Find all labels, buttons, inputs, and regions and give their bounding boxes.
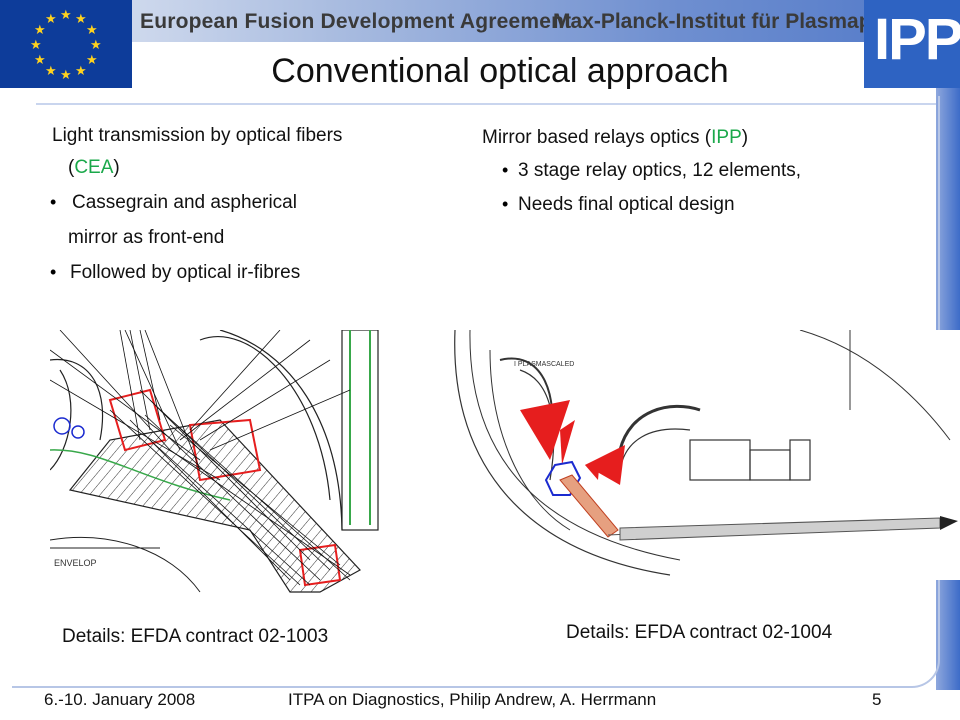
ray-line — [199, 359, 331, 441]
ray-line — [124, 330, 181, 451]
footer-date: 6.-10. January 2008 — [44, 690, 196, 709]
right-caption: Details: EFDA contract 02-1004 — [566, 622, 833, 643]
flag-star-icon: ★ — [60, 67, 72, 82]
header-bar — [0, 0, 960, 42]
left-bullet-1-line2: mirror as front-end — [68, 227, 225, 248]
ray-line — [129, 330, 151, 431]
bullet-icon: • — [50, 262, 57, 282]
flag-star-icon: ★ — [60, 7, 72, 22]
left-heading-line2: (CEA) — [68, 157, 120, 179]
header-right-title: Max-Planck-Institut für Plasmaphysik — [553, 10, 926, 33]
ray-line — [129, 419, 291, 581]
ray-line — [189, 330, 281, 431]
flag-star-icon: ★ — [75, 11, 87, 27]
ray-line — [144, 330, 201, 471]
bullet-icon: • — [502, 160, 509, 180]
ray-line — [209, 389, 351, 451]
left-bullet-2: Followed by optical ir-fibres — [70, 262, 301, 283]
ray-line — [139, 330, 161, 421]
ipp-logo-text: IPP — [874, 7, 960, 72]
paren-close: ) — [741, 127, 749, 148]
ipp-logo: IPP — [864, 0, 960, 88]
left-heading-line1: Light transmission by optical fibers — [52, 125, 343, 146]
left-figure-cassegrain-drawing: ENVELOP — [50, 330, 382, 597]
ray-line — [169, 424, 341, 566]
paren-open: ( — [68, 157, 75, 178]
right-bullet-1: 3 stage relay optics, 12 elements, — [518, 160, 802, 181]
bullet-icon: • — [502, 194, 509, 214]
eu-flag-icon: ★★★★★★★★★★★★ — [0, 0, 132, 88]
org-ipp: IPP — [711, 127, 742, 148]
header-left-title: European Fusion Development Agreement — [140, 10, 572, 33]
footer-event: ITPA on Diagnostics, Philip Andrew, A. H… — [288, 690, 657, 709]
bullet-icon: • — [50, 192, 57, 212]
flag-star-icon: ★ — [75, 62, 87, 78]
flag-star-icon: ★ — [30, 37, 42, 52]
org-cea: CEA — [74, 157, 114, 178]
flag-star-icon: ★ — [45, 62, 57, 78]
flag-star-icon: ★ — [85, 52, 98, 67]
right-bullet-2: Needs final optical design — [518, 194, 735, 215]
ray-line — [139, 389, 311, 561]
ray-line — [179, 339, 311, 441]
left-bullet-1-line1: Cassegrain and aspherical — [72, 192, 297, 213]
flag-star-icon: ★ — [34, 52, 46, 67]
ray-line — [50, 379, 221, 481]
ray-line — [109, 409, 301, 586]
ray-line — [144, 414, 321, 581]
flag-star-icon: ★ — [85, 22, 98, 37]
right-heading: Mirror based relays optics (IPP) — [482, 127, 748, 149]
ray-line — [119, 330, 141, 441]
paren-close: ) — [113, 157, 120, 178]
ray-line — [59, 330, 171, 451]
plasmascaled-label: I PLASMASCALED — [514, 361, 574, 368]
right-figure-relay-optics-drawing: I PLASMASCALED — [450, 330, 960, 580]
page-title: Conventional optical approach — [271, 52, 729, 90]
footer-page-number: 5 — [872, 690, 882, 709]
ray-line — [50, 349, 201, 461]
title-rule — [36, 103, 936, 105]
flag-star-icon: ★ — [34, 22, 46, 37]
ray-line — [149, 439, 311, 586]
right-heading-text: Mirror based relays optics ( — [482, 127, 712, 148]
left-caption: Details: EFDA contract 02-1003 — [62, 626, 329, 647]
envelop-label: ENVELOP — [54, 558, 97, 568]
flag-star-icon: ★ — [90, 37, 102, 52]
ray-line — [169, 449, 351, 576]
flag-star-icon: ★ — [45, 11, 57, 27]
